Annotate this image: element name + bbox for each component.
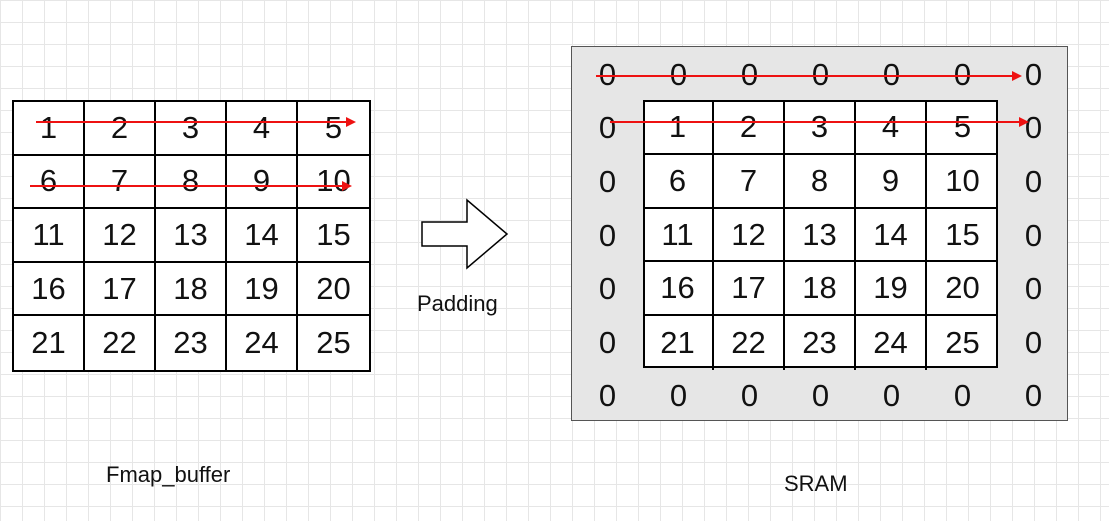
fmap-cell: 23 [156, 316, 227, 370]
sram-data-cell: 22 [714, 315, 785, 370]
sram-data-cell: 16 [643, 262, 714, 316]
fmap-cell: 2 [85, 102, 156, 156]
sram-padding-cell: 0 [598, 324, 617, 360]
sram-padding-cell: 0 [669, 378, 688, 414]
sram-data-cell: 14 [856, 208, 927, 263]
sram-data-cell: 21 [643, 315, 714, 370]
fmap-cell: 10 [298, 156, 369, 210]
sram-padding-cell: 0 [740, 56, 759, 92]
sram-data-cell: 9 [856, 155, 927, 209]
sram-padding-cell: 0 [1024, 56, 1043, 92]
sram-data-cell: 12 [714, 208, 785, 263]
sram-padding-cell: 0 [811, 56, 830, 92]
sram-padding-cell: 0 [953, 378, 972, 414]
sram-padding-cell: 0 [953, 56, 972, 92]
sram-padding-cell: 0 [598, 271, 617, 307]
sram-data-cell: 24 [856, 315, 927, 370]
sram-label: SRAM [784, 471, 848, 496]
fmap-cell: 18 [156, 262, 227, 317]
sram-data-cell: 15 [927, 209, 998, 263]
sram-padding-cell: 0 [1024, 271, 1043, 307]
sram-data-cell: 20 [927, 262, 998, 316]
fmap-cell: 25 [316, 325, 351, 361]
sram-data-cell: 23 [785, 315, 856, 370]
fmap-cell: 17 [85, 262, 156, 317]
sram-data-cell: 19 [856, 262, 927, 316]
sram-padding-cell: 0 [598, 163, 617, 199]
fmap-cell: 4 [227, 102, 298, 156]
right-block-arrow-icon [421, 198, 509, 270]
sram-padding-cell: 0 [740, 378, 759, 414]
sram-data-cell: 7 [714, 155, 785, 209]
sram-data-cell: 25 [945, 324, 980, 360]
fmap-cell: 9 [227, 155, 298, 210]
sram-padding-cell: 0 [1024, 110, 1043, 146]
fmap-cell: 7 [85, 155, 156, 210]
sram-padding-cell: 0 [598, 56, 617, 92]
fmap-cell: 16 [14, 262, 85, 317]
fmap-cell: 21 [14, 316, 85, 370]
fmap-cell: 14 [227, 209, 298, 263]
sram-data-cell: 5 [927, 102, 998, 156]
fmap-buffer-label: Fmap_buffer [106, 462, 231, 487]
sram-padding-cell: 0 [1024, 217, 1043, 253]
sram-data-cell: 4 [856, 101, 927, 156]
fmap-cell: 5 [298, 102, 369, 156]
fmap-cell: 3 [156, 102, 227, 156]
sram-data-cell: 10 [927, 155, 998, 209]
fmap-cell: 24 [227, 316, 298, 370]
sram-data-cell: 1 [643, 101, 714, 156]
fmap-cell: 22 [85, 316, 156, 370]
sram-padding-cell: 0 [1024, 378, 1043, 414]
sram-data-cell: 2 [714, 101, 785, 156]
fmap-cell: 15 [298, 209, 369, 263]
fmap-cell: 8 [156, 155, 227, 210]
sram-padding-cell: 0 [598, 110, 617, 146]
fmap-cell: 11 [14, 209, 85, 263]
sram-padding-cell: 0 [1024, 163, 1043, 199]
sram-data-cell: 17 [714, 262, 785, 316]
sram-inner-region [643, 100, 998, 368]
sram-padding-cell: 0 [669, 56, 688, 92]
fmap-cell: 13 [156, 209, 227, 263]
fmap-cell: 1 [14, 102, 85, 156]
fmap-cell: 12 [85, 209, 156, 263]
fmap-cell: 6 [14, 155, 85, 210]
sram-padding-cell: 0 [882, 56, 901, 92]
sram-data-cell: 8 [785, 155, 856, 209]
sram-data-cell: 13 [785, 208, 856, 263]
sram-data-cell: 18 [785, 262, 856, 316]
padding-label: Padding [417, 291, 498, 316]
sram-data-cell: 6 [643, 155, 714, 209]
sram-padding-cell: 0 [598, 217, 617, 253]
sram-data-cell: 11 [643, 208, 714, 263]
sram-padding-cell: 0 [598, 378, 617, 414]
sram-padding-cell: 0 [1024, 324, 1043, 360]
sram-data-cell: 3 [785, 101, 856, 156]
sram-padding-cell: 0 [811, 378, 830, 414]
sram-padding-cell: 0 [882, 378, 901, 414]
fmap-cell: 20 [298, 263, 369, 317]
fmap-cell: 19 [227, 262, 298, 317]
